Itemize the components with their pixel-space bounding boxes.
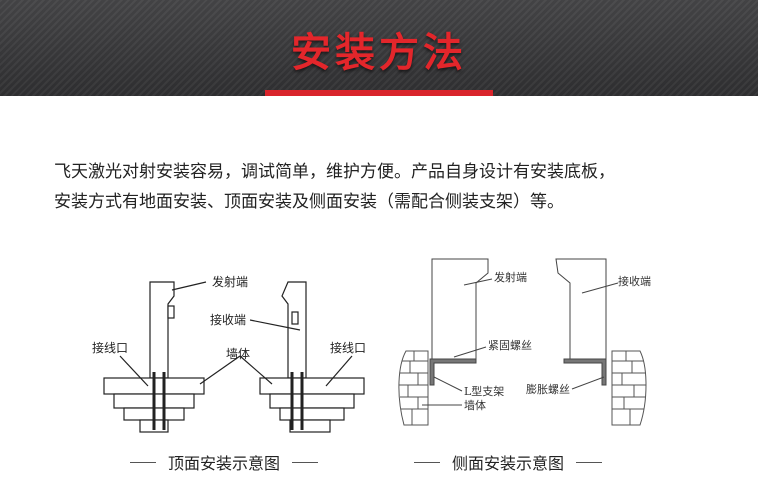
- l-bracket-left: [429, 358, 477, 386]
- title-underline: [265, 90, 493, 96]
- top-mount-diagram: 发射端 接收端 接线口 接线口 墙体: [92, 274, 366, 433]
- top-mount-caption: 顶面安装示意图: [168, 454, 281, 473]
- label-fastening-screw: 紧固螺丝: [488, 339, 532, 352]
- caption-dash: [414, 461, 440, 463]
- receiver-body: [281, 281, 307, 379]
- wall-right: [259, 372, 365, 433]
- label-transmitter: 发射端: [494, 270, 527, 284]
- header-banner: 安装方法: [0, 0, 758, 96]
- label-wiring-left: 接线口: [92, 340, 128, 355]
- caption-dash: [292, 461, 319, 463]
- label-receiver: 接收端: [618, 274, 651, 288]
- label-bracket: L型支架: [464, 384, 504, 398]
- receiver-window: [291, 311, 299, 325]
- label-transmitter: 发射端: [212, 274, 248, 289]
- label-wall: 墙体: [226, 347, 250, 361]
- label-wiring-right: 接线口: [330, 340, 366, 355]
- transmitter-body: [149, 281, 175, 379]
- intro-line-1: 飞天激光对射安装容易，调试简单，维护方便。产品自身设计有安装底板，: [54, 162, 615, 182]
- wall-left: [103, 372, 205, 433]
- transmitter-window: [167, 305, 175, 319]
- wall-left: [398, 350, 429, 426]
- intro-line-2: 安装方式有地面安装、顶面安装及侧面安装（需配合侧装支架）等。: [54, 192, 564, 212]
- label-receiver: 接收端: [210, 312, 246, 327]
- caption-dash: [576, 461, 603, 463]
- side-mount-caption: 侧面安装示意图: [452, 454, 565, 473]
- wall-right: [611, 350, 647, 426]
- side-mount-caption-row: 侧面安装示意图: [402, 448, 614, 476]
- l-bracket-right: [563, 358, 607, 386]
- label-expansion-screw: 膨胀螺丝: [526, 382, 570, 396]
- receiver-body: [555, 258, 607, 360]
- side-mount-diagram: 发射端 接收端 紧固螺丝 L型支架 墙体 膨胀螺丝: [398, 258, 651, 426]
- page-title: 安装方法: [291, 30, 467, 76]
- label-wall: 墙体: [464, 398, 486, 412]
- transmitter-body: [431, 258, 489, 360]
- top-mount-caption-row: 顶面安装示意图: [118, 448, 330, 476]
- caption-dash: [130, 461, 156, 463]
- intro-paragraph: 飞天激光对射安装容易，调试简单，维护方便。产品自身设计有安装底板， 安装方式有地…: [54, 157, 744, 217]
